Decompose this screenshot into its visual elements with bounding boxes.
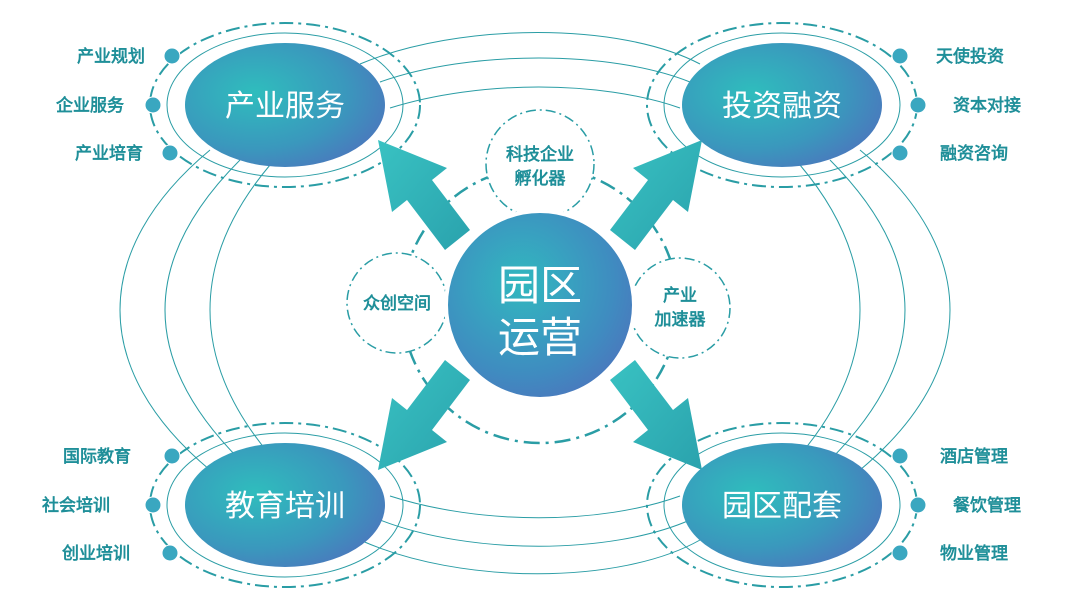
- item-angel-investment: 天使投资: [936, 46, 1004, 67]
- investment-finance-node: [682, 43, 882, 167]
- center-label-line1: 园区: [498, 261, 582, 310]
- item-enterprise-service: 企业服务: [55, 95, 125, 116]
- orbit-line: [379, 57, 691, 83]
- orbit-line: [859, 149, 951, 471]
- ring-dot: [891, 544, 909, 562]
- ring-dot: [891, 144, 909, 162]
- item-international-education: 国际教育: [63, 446, 131, 467]
- education-training-node: [185, 443, 385, 567]
- orbit-line: [799, 164, 861, 456]
- ring-dot: [163, 447, 181, 465]
- maker-space-label: 众创空间: [363, 293, 431, 314]
- center-node: [444, 209, 636, 401]
- orbit-line: [389, 495, 681, 519]
- orbit-line: [119, 149, 211, 471]
- ring-dot: [909, 496, 927, 514]
- industry-service-label: 产业服务: [225, 89, 345, 124]
- education-training-label: 教育培训: [225, 489, 345, 524]
- arrows: [378, 140, 702, 470]
- ring-dot: [891, 47, 909, 65]
- orbit-line: [359, 32, 701, 65]
- accelerator-label-line1: 产业: [663, 285, 697, 306]
- item-industry-cultivation: 产业培育: [75, 143, 143, 164]
- item-capital-matching: 资本对接: [953, 95, 1021, 116]
- park-facilities-label: 园区配套: [722, 489, 842, 524]
- quadrant-nodes: [185, 43, 882, 567]
- ring-dot: [909, 96, 927, 114]
- item-catering-management: 餐饮管理: [953, 495, 1021, 516]
- sub-nodes: [346, 109, 731, 359]
- item-property-management: 物业管理: [940, 543, 1008, 564]
- item-industry-planning: 产业规划: [77, 46, 145, 67]
- accelerator-circle: [629, 257, 731, 359]
- item-financing-consulting: 融资咨询: [940, 143, 1008, 164]
- park-facilities-node: [682, 443, 882, 567]
- incubator-label-line1: 科技企业: [506, 144, 574, 165]
- orbit-line: [164, 159, 241, 461]
- orbit-line: [389, 86, 681, 109]
- incubator-label-line2: 孵化器: [515, 168, 567, 189]
- ring-dot: [163, 47, 181, 65]
- investment-finance-label: 投资融资: [722, 89, 842, 124]
- ring-dot: [161, 544, 179, 562]
- orbit-line: [379, 519, 691, 547]
- orbit-line: [359, 539, 701, 575]
- ring-education-training-inner: [166, 432, 404, 578]
- ring-dot: [891, 447, 909, 465]
- center-label-line2: 运营: [498, 313, 582, 362]
- ring-industry-service-inner: [166, 32, 404, 178]
- ring-investment-finance-inner: [663, 32, 901, 178]
- item-startup-training: 创业培训: [61, 543, 130, 564]
- arrow-to-investment-finance: [610, 140, 702, 250]
- orbit-line: [829, 159, 906, 461]
- item-hotel-management: 酒店管理: [940, 446, 1008, 467]
- ring-park-facilities-inner: [663, 432, 901, 578]
- arrow-to-industry-service: [378, 140, 470, 250]
- arrow-to-park-facilities: [610, 360, 702, 470]
- orbit-lines: [119, 32, 951, 575]
- ring-dot: [144, 96, 162, 114]
- ring-dot: [161, 144, 179, 162]
- industry-service-node: [185, 43, 385, 167]
- arrow-to-education-training: [378, 360, 470, 470]
- orbit-line: [209, 164, 271, 456]
- item-social-training: 社会培训: [41, 495, 110, 516]
- accelerator-label-line2: 加速器: [654, 309, 707, 330]
- ring-dots: [144, 47, 927, 562]
- ring-dot: [144, 496, 162, 514]
